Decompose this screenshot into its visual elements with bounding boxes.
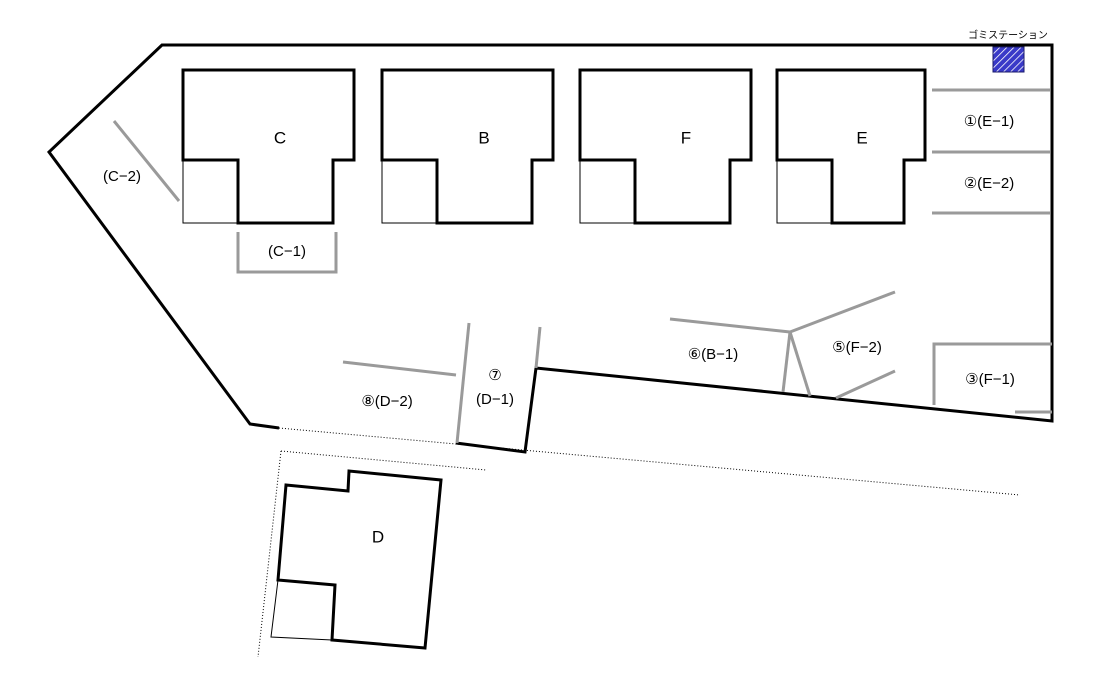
building-label-e: E — [856, 128, 867, 147]
site-boundary — [47, 43, 1054, 454]
building-label-f: F — [681, 128, 691, 147]
garbage-station-box — [992, 46, 1025, 73]
parking-label-e2: ②(E−2) — [964, 175, 1015, 192]
building-label-d: D — [372, 527, 384, 546]
parking-label-f2: ⑤(F−2) — [832, 339, 882, 356]
garbage-station-label: ゴミステーション — [968, 29, 1048, 42]
building-c — [181, 68, 356, 225]
parking-label-c2: (C−2) — [103, 168, 141, 185]
parking-label-d2: ⑧(D−2) — [361, 393, 412, 410]
building-label-c: C — [274, 128, 286, 147]
parking-label-f1: ③(F−1) — [965, 371, 1015, 388]
parking-dividers — [112, 88, 1052, 444]
parking-label-d1: (D−1) — [476, 391, 514, 408]
parking-label-e1: ①(E−1) — [964, 113, 1015, 130]
building-e — [775, 68, 927, 225]
building-d — [270, 469, 443, 650]
parking-label-d1-number: ⑦ — [488, 367, 501, 384]
parking-label-c1: (C−1) — [268, 243, 306, 260]
property-line-road — [278, 427, 1021, 496]
building-label-b: B — [478, 128, 489, 147]
parking-label-b1: ⑥(B−1) — [688, 346, 739, 363]
property-line-d-left — [257, 450, 282, 658]
building-f — [578, 68, 753, 225]
property-line-d-top — [280, 450, 487, 471]
building-b — [380, 68, 555, 225]
